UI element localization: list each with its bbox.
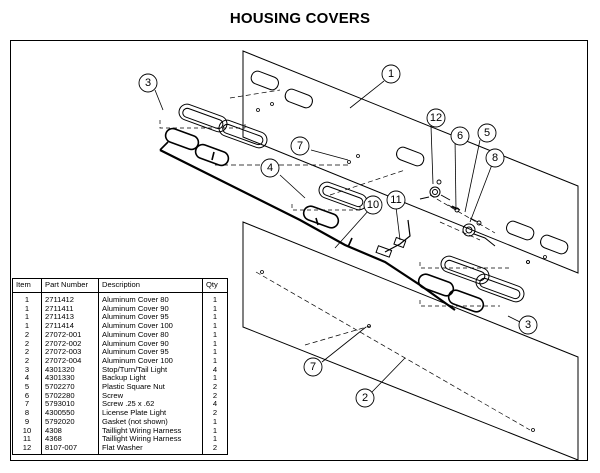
- callout-2: 2: [362, 392, 368, 404]
- lower-cover-holes: [260, 260, 535, 432]
- harness-connector: [375, 219, 411, 258]
- callout-3-lower: 3: [525, 319, 531, 331]
- diagram-title: HOUSING COVERS: [229, 10, 371, 27]
- cell-part-number: 8107-007: [41, 443, 99, 455]
- callout-10: 10: [367, 199, 379, 211]
- callout-6: 6: [457, 130, 463, 142]
- callout-7-circle-upper: [290, 136, 310, 156]
- cell-qty: 1: [202, 304, 228, 314]
- cell-qty: 1: [202, 356, 228, 366]
- cell-qty: 1: [202, 417, 228, 427]
- cell-qty: 1: [202, 292, 228, 305]
- cell-description: Flat Washer: [98, 443, 203, 455]
- cell-qty: 1: [202, 339, 228, 349]
- upper-cover-cutouts: [250, 70, 569, 255]
- cell-qty: 1: [202, 348, 228, 357]
- cell-qty: 1: [202, 321, 228, 331]
- light-bracket-groups: [159, 120, 510, 307]
- callout-5: 5: [484, 127, 490, 139]
- cell-item: 1: [12, 292, 42, 305]
- callout-1: 1: [388, 68, 394, 80]
- cell-qty: 1: [202, 426, 228, 436]
- callout-4-circle: [260, 158, 280, 178]
- cell-qty: 1: [202, 374, 228, 384]
- parts-table-header: Item Part Number Description Qty: [12, 278, 228, 293]
- callout-5-circle: [477, 123, 497, 143]
- header-description: Description: [98, 278, 203, 293]
- header-item: Item: [12, 278, 42, 293]
- lower-aluminum-cover: [242, 221, 579, 461]
- callout-11: 11: [390, 194, 401, 206]
- callout-3-upper: 3: [145, 77, 151, 89]
- header-part-number: Part Number: [41, 278, 99, 293]
- cell-part-number: 2711412: [41, 292, 99, 305]
- callout-7-circle-lower: [303, 357, 323, 377]
- backup-light: [302, 181, 368, 229]
- callout-3-circle-upper: [138, 73, 158, 93]
- cell-qty: 1: [202, 313, 228, 323]
- callout-2-circle: [355, 388, 375, 408]
- cell-description: Aluminum Cover 80: [98, 292, 203, 305]
- wiring-harness: [159, 149, 456, 311]
- cell-qty: 4: [202, 400, 228, 410]
- cell-qty: 2: [202, 391, 228, 401]
- callout-7-lower: 7: [310, 361, 316, 373]
- callout-7-upper: 7: [297, 140, 303, 152]
- drawing-frame: [10, 40, 588, 461]
- callout-11-circle: [386, 190, 406, 210]
- cell-qty: 1: [202, 330, 228, 340]
- callout-6-circle: [450, 126, 470, 146]
- screws-and-washers: [436, 179, 482, 226]
- callout-10-circle: [363, 195, 383, 215]
- cell-qty: 1: [202, 435, 228, 444]
- cell-qty: 4: [202, 365, 228, 375]
- callout-8-circle: [485, 148, 505, 168]
- callout-4: 4: [267, 162, 273, 174]
- tail-lights-lower-right: [417, 255, 525, 313]
- callout-3-circle-lower: [518, 315, 538, 335]
- tail-lights-upper-left: [164, 103, 268, 167]
- cell-qty: 2: [202, 443, 228, 455]
- cell-qty: 2: [202, 408, 228, 418]
- leader-lines: [154, 80, 521, 393]
- cell-qty: 2: [202, 382, 228, 392]
- header-qty: Qty: [202, 278, 228, 293]
- callout-1-circle: [381, 64, 401, 84]
- callout-12-circle: [426, 108, 446, 128]
- assembly-lines: [215, 89, 531, 431]
- cell-item: 12: [12, 443, 42, 455]
- license-plate-light: [419, 186, 496, 247]
- callout-8: 8: [492, 152, 498, 164]
- callout-12: 12: [430, 112, 442, 124]
